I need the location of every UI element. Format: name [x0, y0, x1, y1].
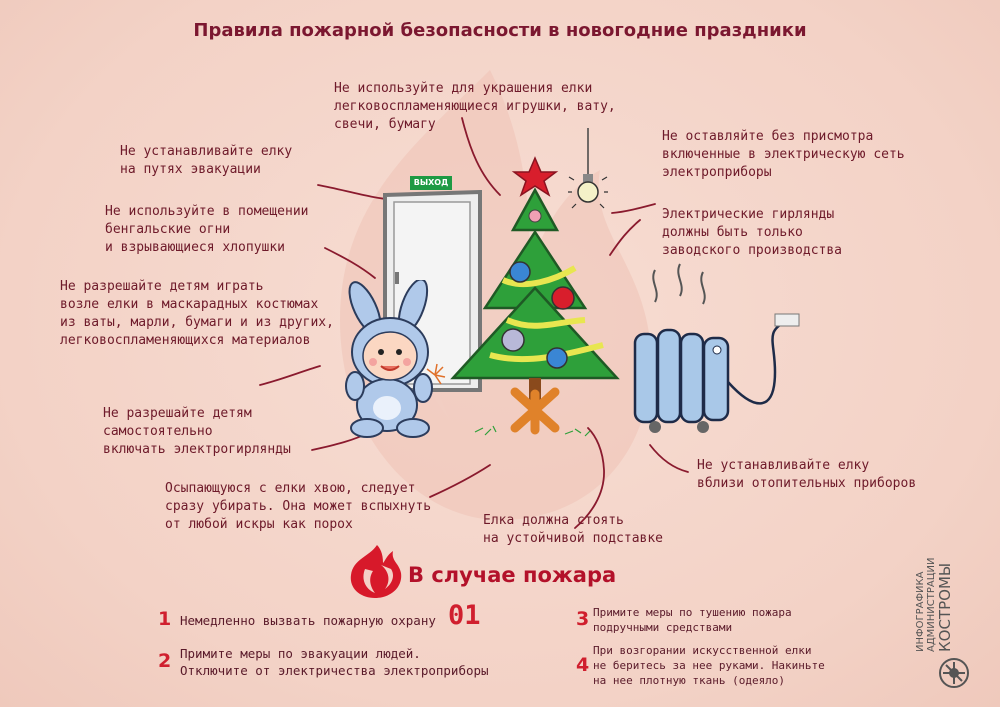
tip-stand: Елка должна стоять на устойчивой подстав…: [483, 513, 664, 546]
step-text: Примите меры по тушению пожара подручным…: [593, 606, 792, 634]
exit-sign: ВЫХОД: [410, 176, 452, 190]
step-number: 2: [158, 650, 172, 672]
brand-logo-icon: [939, 658, 969, 688]
tip-bengal: Не используйте в помещении бенгальские о…: [105, 204, 309, 255]
fire-bird-icon: [350, 545, 402, 598]
fire-heading: В случае пожара: [408, 563, 617, 587]
brand-block: ИНФОГРАФИКА АДМИНИСТРАЦИИ КОСТРОМЫ: [905, 558, 995, 690]
step-number: 1: [158, 608, 172, 630]
tip-costumes: Не разрешайте детям играть возле елки в …: [60, 279, 334, 348]
christmas-tree-icon: [450, 156, 620, 437]
light-bulb-icon: [568, 128, 608, 209]
radiator-icon: [633, 263, 800, 433]
bunny-costume-child-icon: [345, 280, 446, 438]
fire-phone-number: 01: [448, 600, 481, 631]
tip-unattended: Не оставляйте без присмотра включенные в…: [662, 129, 905, 180]
tip-needles: Осыпающуюся с елки хвою, следует сразу у…: [165, 481, 432, 532]
step-number: 3: [576, 608, 590, 630]
tip-heaters: Не устанавливайте елку вблизи отопительн…: [697, 458, 917, 491]
brand-line-1: ИНФОГРАФИКА: [915, 571, 926, 652]
tip-garlands: Электрические гирлянды должны быть тольк…: [662, 207, 843, 258]
tip-decorations: Не используйте для украшения елки легков…: [334, 81, 616, 132]
step-text: Примите меры по эвакуации людей. Отключи…: [180, 646, 489, 678]
tip-evacuation: Не устанавливайте елку на путях эвакуаци…: [120, 144, 293, 177]
step-text: Немедленно вызвать пожарную охрану: [180, 613, 436, 628]
brand-text: ИНФОГРАФИКА АДМИНИСТРАЦИИ КОСТРОМЫ: [915, 558, 954, 652]
tip-children-lights: Не разрешайте детям самостоятельно включ…: [103, 406, 291, 457]
step-number: 4: [576, 654, 590, 676]
page-title: Правила пожарной безопасности в новогодн…: [193, 20, 807, 41]
step-text: При возгорании искусственной елки не бер…: [593, 644, 825, 687]
brand-line-3: КОСТРОМЫ: [936, 562, 954, 652]
